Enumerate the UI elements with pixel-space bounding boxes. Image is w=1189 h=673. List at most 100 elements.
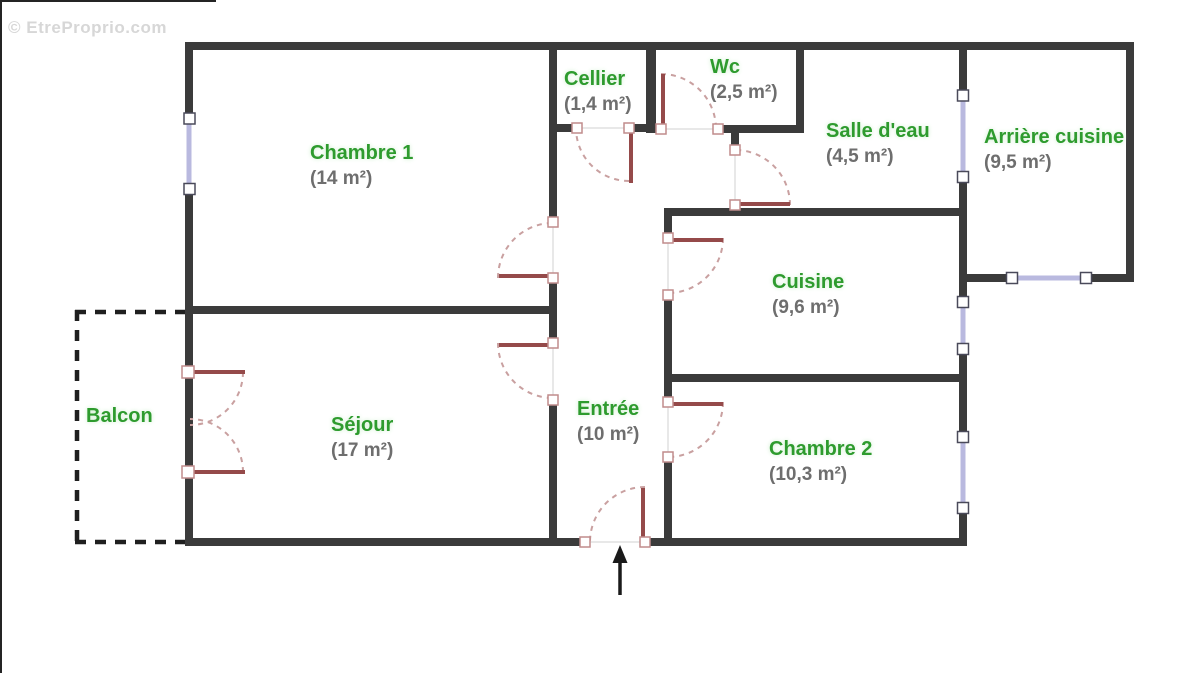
wall-top [185, 42, 1134, 50]
top-border [0, 0, 216, 2]
door-swing-arc [667, 237, 724, 294]
door-jamb [547, 272, 559, 284]
door-swing-arc [189, 371, 244, 426]
door-jamb [547, 337, 559, 349]
door-jamb [712, 123, 724, 135]
door-jamb [623, 122, 635, 134]
door-jamb [662, 396, 674, 408]
door-jamb [547, 394, 559, 406]
wall-bottom-left [185, 538, 585, 546]
watermark: © EtreProprio.com [8, 18, 167, 37]
room-name: Séjour [331, 414, 394, 436]
room-name: Wc [710, 56, 740, 78]
room-name: Salle d'eau [826, 120, 930, 142]
door-thresholds [189, 127, 736, 543]
wall-cuisine-left-b [664, 295, 672, 402]
door-swing-arc [497, 222, 554, 279]
wall-chambre1-sejour [185, 306, 557, 314]
wall-cellier-bottom-left [549, 124, 579, 132]
window-salle-deau-arriere-cuisine [956, 89, 970, 184]
door-sejour [497, 337, 559, 406]
room-area: (14 m²) [310, 168, 373, 189]
room-label-cuisine: Cuisine (9,6 m²) [772, 269, 844, 321]
door-jamb [729, 144, 741, 156]
room-label-arriere-cuisine: Arrière cuisine (9,5 m²) [984, 124, 1124, 176]
wall-central-upper [549, 42, 557, 222]
wall-cuisine-top [664, 208, 967, 216]
room-label-chambre2: Chambre 2 (10,3 m²) [769, 436, 872, 488]
window-chambre2 [956, 430, 970, 515]
room-area: (17 m²) [331, 440, 394, 461]
door-jamb [181, 365, 195, 379]
room-name: Cuisine [772, 271, 845, 293]
door-cuisine [662, 232, 724, 301]
wall-salle-deau-stub [731, 130, 739, 150]
room-area: (9,6 m²) [772, 297, 840, 318]
entrance-arrow-icon [612, 545, 628, 595]
door-swing-arc [667, 401, 724, 458]
door-jamb [181, 465, 195, 479]
door-jamb [662, 289, 674, 301]
wall-wc-right [796, 42, 804, 133]
wall-arriere-cuisine-bottom-right [1086, 274, 1134, 282]
wall-right-b [959, 177, 967, 302]
door-jamb [639, 536, 651, 548]
wall-central-lower [549, 400, 557, 546]
wall-bottom-right [645, 538, 967, 546]
door-jamb [547, 216, 559, 228]
wall-right-a [959, 42, 967, 95]
door-cellier [571, 122, 635, 183]
wall-arriere-cuisine-right [1126, 42, 1134, 282]
door-swing-arc [660, 73, 717, 130]
room-name: Entrée [577, 398, 640, 420]
wall-cellier-bottom-right [627, 124, 656, 132]
door-chambre1 [497, 216, 559, 284]
door-swing-arc [589, 486, 646, 543]
window-arriere-cuisine [1005, 271, 1093, 285]
door-chambre2 [662, 396, 724, 463]
window-cuisine [956, 295, 970, 356]
room-area: (9,5 m²) [984, 152, 1052, 173]
door-jamb [662, 451, 674, 463]
left-border [0, 0, 2, 673]
door-balcon-double [181, 365, 245, 479]
room-name: Balcon [86, 405, 153, 427]
room-area: (1,4 m²) [564, 94, 632, 115]
walls [185, 42, 1134, 546]
wall-left-upper [185, 42, 193, 118]
room-name: Arrière cuisine [984, 126, 1125, 148]
room-label-wc: Wc (2,5 m²) [710, 54, 778, 106]
room-label-chambre1: Chambre 1 (14 m²) [310, 140, 413, 192]
door-swing-arc [497, 342, 554, 399]
door-jamb [662, 232, 674, 244]
door-swing-arc [189, 418, 244, 473]
room-area: (10,3 m²) [769, 464, 848, 485]
wall-wc-bottom [714, 125, 804, 133]
room-label-entree: Entrée (10 m²) [577, 396, 639, 448]
room-label-balcon: Balcon [86, 403, 153, 429]
room-name: Chambre 1 [310, 142, 414, 164]
wall-cuisine-left-a [664, 208, 672, 238]
window-chambre1 [183, 112, 196, 196]
wall-cuisine-chambre2 [664, 374, 967, 382]
wall-arriere-cuisine-bottom-left [959, 274, 1012, 282]
wall-cellier-wc [646, 42, 656, 133]
door-swing-arc [734, 149, 791, 206]
room-label-cellier: Cellier (1,4 m²) [564, 66, 632, 118]
wall-central-middle [549, 278, 557, 343]
door-jamb [579, 536, 591, 548]
door-entree [579, 486, 651, 548]
windows [183, 89, 1093, 515]
door-swing-arc [575, 127, 630, 182]
room-name: Cellier [564, 68, 626, 90]
room-label-salle-deau: Salle d'eau (4,5 m²) [826, 118, 930, 170]
wall-cuisine-left-c [664, 457, 672, 546]
room-area: (4,5 m²) [826, 146, 894, 167]
wall-right-d [959, 508, 967, 546]
door-salle-deau [729, 144, 791, 211]
room-name: Chambre 2 [769, 438, 873, 460]
door-jamb [571, 122, 583, 134]
door-wc [655, 73, 724, 135]
